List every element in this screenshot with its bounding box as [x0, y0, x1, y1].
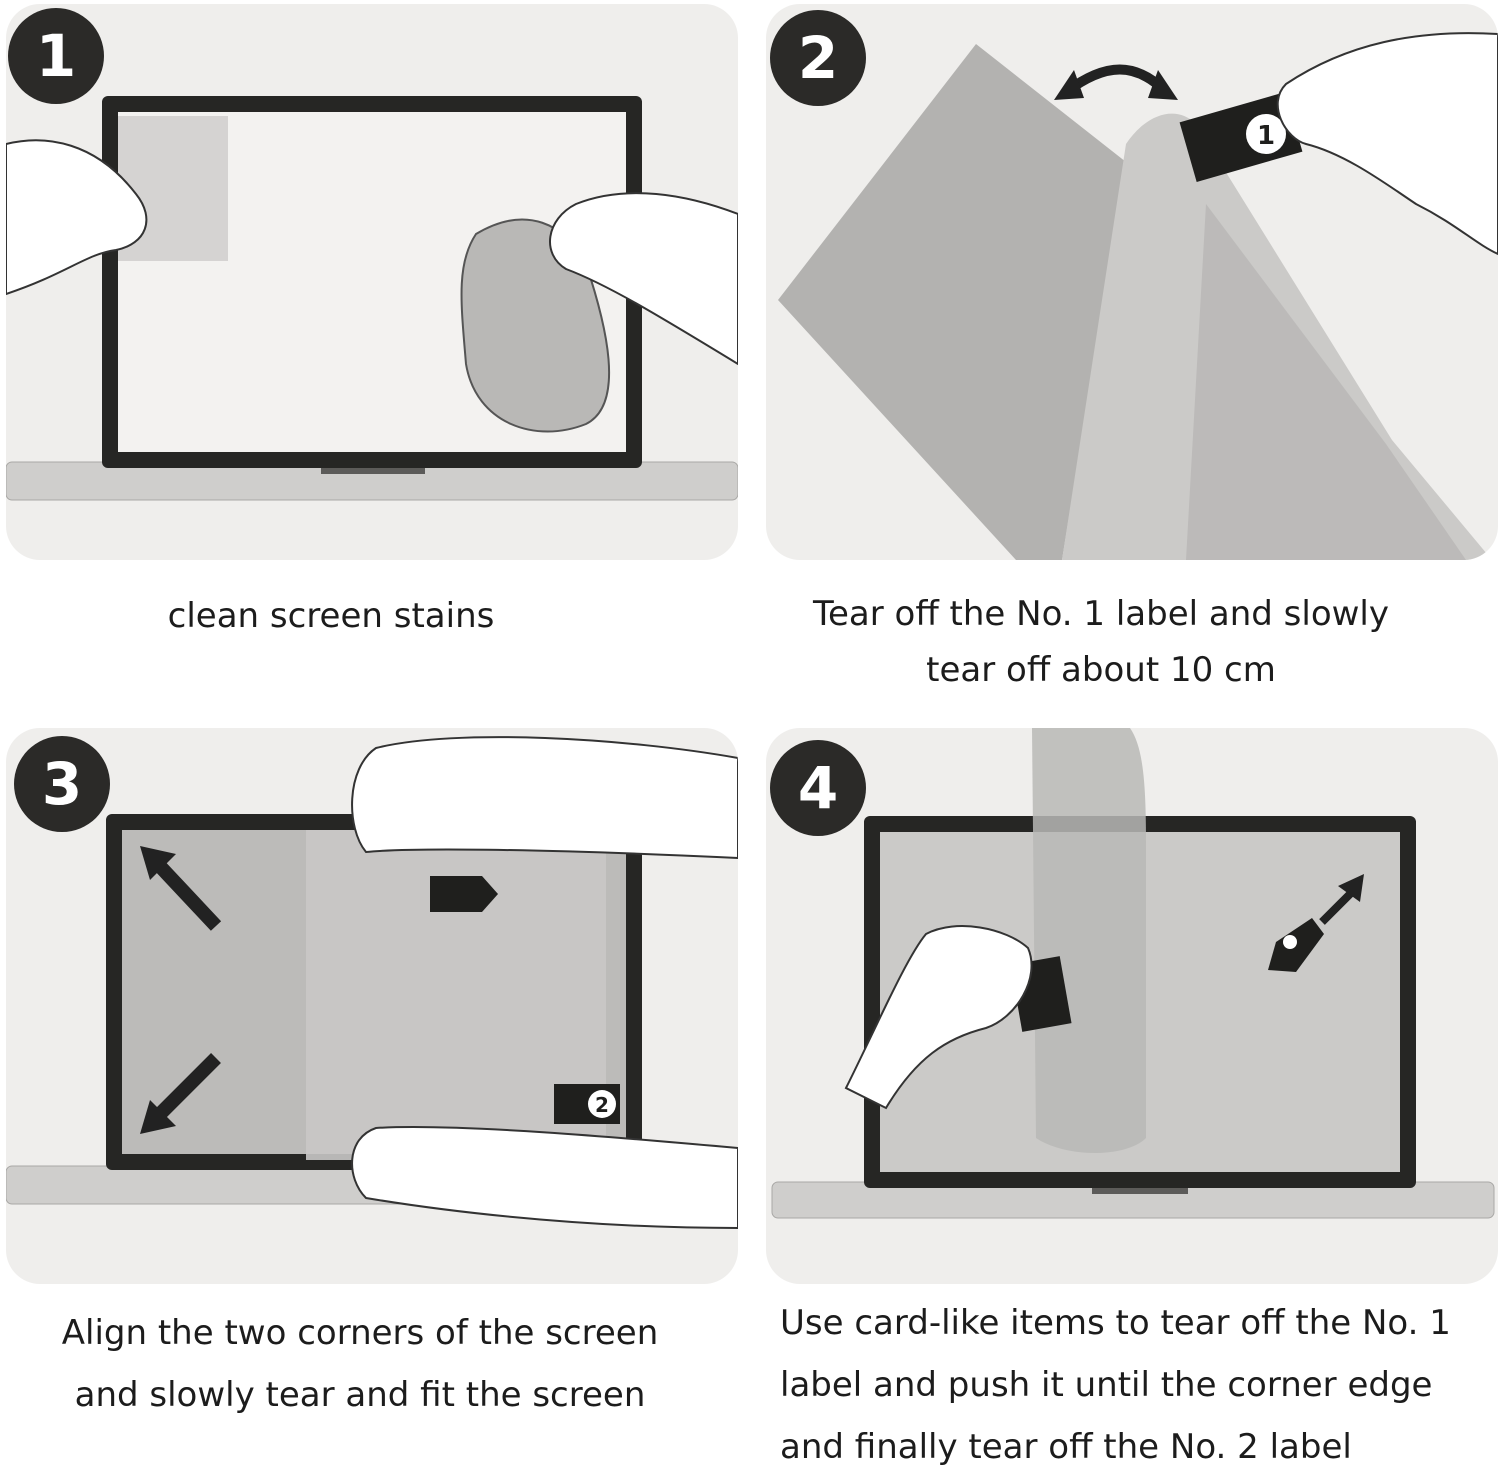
- step-3-caption-line-2: and slowly tear and fit the screen: [74, 1375, 646, 1415]
- step-2-badge: 2: [770, 10, 866, 106]
- step-2-tab-number: 1: [1257, 121, 1275, 151]
- step-3-tab-number: 2: [595, 1093, 609, 1117]
- step-3-badge: 3: [14, 736, 110, 832]
- step-2-illustration: 1: [778, 32, 1498, 560]
- step-4-badge: 4: [770, 740, 866, 836]
- step-4-caption: Use card-like items to tear off the No. …: [780, 1292, 1490, 1478]
- step-2-caption-line-2: tear off about 10 cm: [926, 650, 1276, 690]
- step-3-number: 3: [41, 750, 83, 818]
- step-1-caption-line-1: clean screen stains: [167, 596, 495, 636]
- step-4-caption-line-1: Use card-like items to tear off the No. …: [780, 1303, 1451, 1343]
- step-3-illustration: 2: [6, 736, 738, 1230]
- step-1-panel: 1: [6, 4, 738, 560]
- step-1-number: 1: [35, 22, 77, 90]
- step-4-caption-line-2: label and push it until the corner edge: [780, 1365, 1433, 1405]
- step-1-illustration: [6, 96, 738, 501]
- step-4-illustration: [771, 728, 1495, 1219]
- step-1-caption: clean screen stains: [6, 588, 656, 644]
- step-2-caption: Tear off the No. 1 label and slowly tear…: [766, 586, 1436, 698]
- step-1-badge: 1: [8, 8, 104, 104]
- step-4-panel: 4: [766, 728, 1498, 1284]
- step-4-number: 4: [797, 754, 839, 822]
- step-3-panel: 2 3: [6, 728, 738, 1284]
- step-3-caption: Align the two corners of the screen and …: [20, 1302, 700, 1426]
- step-2-caption-line-1: Tear off the No. 1 label and slowly: [812, 594, 1389, 634]
- step-2-panel: 1 2: [766, 4, 1498, 560]
- step-4-caption-line-3: and finally tear off the No. 2 label: [780, 1427, 1352, 1467]
- step-3-caption-line-1: Align the two corners of the screen: [61, 1313, 659, 1353]
- step-2-number: 2: [797, 24, 839, 92]
